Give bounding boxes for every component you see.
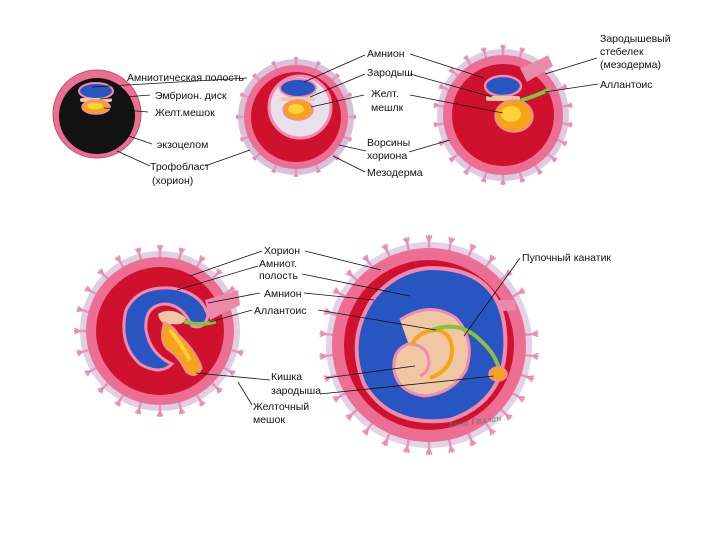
s4-amnion-cavity [122, 286, 210, 372]
label-yolk-4b: мешок [253, 414, 285, 426]
leader-s1-tropho [116, 150, 151, 167]
leader-s3-yolk [409, 94, 504, 114]
leader-s3-stalk [544, 57, 598, 75]
leader-s3-amnion [409, 53, 485, 79]
leader-s3-embryo [409, 73, 493, 98]
s4-embryo [158, 310, 186, 325]
s3-stalk-gap [520, 55, 553, 82]
label-embryo-2: Зародыш [367, 67, 413, 79]
s1-exocoelom-black [59, 78, 135, 154]
label-stalk-1: Зародышевый [600, 33, 671, 45]
label-stalk-3: (мезодерма) [600, 59, 661, 71]
leader-s4-yolk-b [319, 375, 495, 395]
s1-amniotic-cavity [78, 82, 114, 100]
leader-s4-gut-b [325, 365, 416, 379]
s2-amnion-cavity [279, 78, 317, 98]
stage-5-umbilical-cord: Анна Галлан [326, 242, 532, 448]
s5-gut [410, 327, 455, 380]
leader-s4-cavity-b [301, 273, 411, 297]
label-amnion-cavity-1: Амниот. [259, 258, 297, 270]
leader-s1-yolk [103, 107, 149, 113]
s4-exocoelom [96, 267, 224, 395]
leader-s1-exo [113, 130, 153, 145]
s5-umbilical-cord-path [431, 324, 502, 373]
leader-s4-chorion-a [189, 250, 263, 277]
stage-4-embryo-folding [80, 251, 240, 411]
leader-s2-amnion [303, 54, 366, 83]
label-allantois-4: Аллантоис [254, 305, 307, 317]
label-yolk-sac-1: Желт.мешок [155, 107, 215, 119]
leader-s2-yolk [310, 94, 365, 108]
leader-s2-embryo [309, 73, 366, 98]
s3-amnion-cavity [483, 74, 523, 98]
leader-s3-allantois [544, 83, 599, 93]
stage-3-body-stalk [437, 49, 569, 181]
leader-s4-chorion-b [304, 250, 382, 271]
leader-s4-amnion-b [303, 292, 375, 301]
leader-s4-gut-a [195, 372, 271, 381]
leader-s4-allantois-a [209, 309, 253, 323]
leader-s4-amnion-a [207, 292, 261, 304]
label-mesoderm: Мезодерма [367, 167, 423, 179]
label-gut-2: зародыша [271, 385, 321, 397]
s4-allantois [184, 320, 216, 326]
stage-1-blastocyst [52, 69, 142, 159]
leader-s4-yolk-a [237, 381, 253, 406]
label-allantois-3: Аллантоис [600, 79, 653, 91]
s5-yolk-sac [488, 366, 508, 382]
labels: Амниотическая полость Эмбрион. диск Желт… [127, 33, 671, 426]
stage-2-early-embryo [238, 59, 354, 175]
leader-s4-cavity-a [176, 265, 259, 291]
label-amnion-2: Амнион [367, 48, 405, 60]
label-trophoblast-2: (хорион) [152, 175, 193, 187]
label-gut-1: Кишка [271, 371, 302, 383]
leader-s2-villi [338, 144, 367, 152]
leader-s1-tropho-2 [204, 149, 251, 167]
s1-yolk-highlight [87, 102, 103, 110]
label-amniotic-cavity: Амниотическая полость [127, 72, 244, 84]
label-stalk-2: стебелек [600, 46, 644, 58]
leader-s3-villi [408, 139, 451, 153]
s4-yolk-highlight [168, 328, 192, 361]
label-villi-1: Ворсины [367, 137, 410, 149]
s4-opening [205, 290, 240, 320]
label-yolk-4a: Желточный [253, 401, 309, 413]
leader-s5-cord [463, 257, 521, 337]
label-yolk-2a: Желт. [371, 88, 399, 100]
leader-lines [91, 53, 599, 406]
label-chorion: Хорион [264, 245, 300, 257]
s2-embryo-disc [281, 97, 315, 101]
leader-s1-amniotic [91, 77, 248, 88]
label-exocoelom: экзоцелом [157, 139, 208, 151]
s2-yolk-highlight [288, 104, 304, 114]
leader-s2-meso [332, 155, 366, 173]
label-umbilical-cord: Пупочный канатик [522, 252, 611, 264]
leader-s1-disc [99, 94, 151, 100]
label-yolk-2b: мешлк [371, 102, 404, 114]
label-embryo-disc: Эмбрион. диск [155, 90, 227, 102]
label-amnion-4: Амнион [264, 288, 302, 300]
label-villi-2: хориона [367, 150, 407, 162]
leader-s4-allantois-b [317, 309, 437, 331]
s3-yolk-highlight [501, 106, 521, 122]
s5-embryo-body [392, 308, 471, 398]
label-trophoblast-1: Трофобласт [150, 161, 210, 173]
label-amnion-cavity-2: полость [259, 270, 298, 282]
s3-allantois [520, 88, 550, 102]
